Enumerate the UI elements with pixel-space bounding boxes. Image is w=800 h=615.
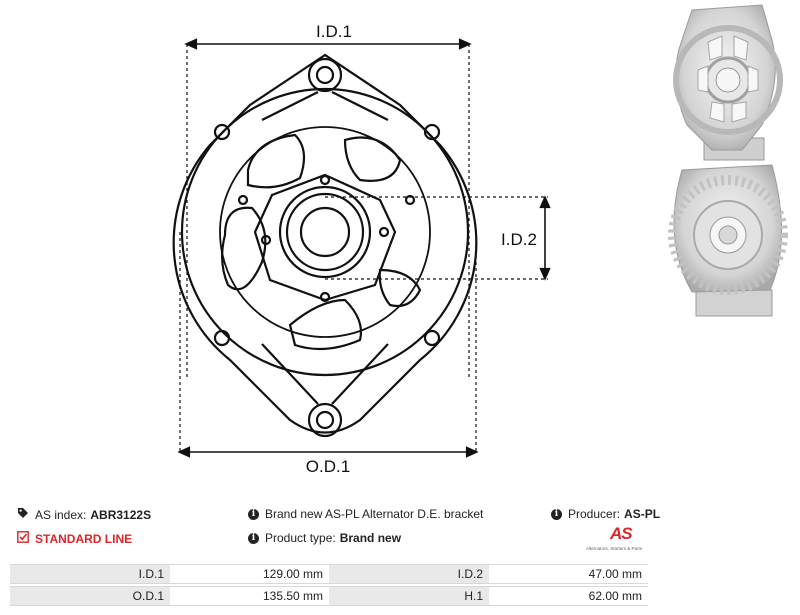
spec-label: O.D.1	[10, 586, 170, 606]
producer-label: Producer:	[568, 507, 621, 521]
spec-label: I.D.2	[329, 564, 489, 584]
table-row: O.D.1 135.50 mm H.1 62.00 mm	[10, 586, 648, 606]
standard-line: STANDARD LINE	[17, 531, 132, 546]
as-index-value: ABR3122S	[90, 507, 152, 522]
product-type-value: Brand new	[339, 531, 402, 545]
producer-value: AS-PL	[624, 507, 661, 521]
as-index: AS index: ABR3122S	[17, 507, 151, 522]
product-photos	[668, 4, 788, 317]
product-type-label: Product type:	[265, 531, 336, 545]
logo-tagline: Alternators, Starters & Parts	[586, 546, 643, 551]
photo-rear	[668, 164, 788, 317]
standard-line-label: STANDARD LINE	[35, 531, 133, 546]
spec-value: 135.50 mm	[170, 586, 329, 606]
specs-table: I.D.1 129.00 mm I.D.2 47.00 mm O.D.1 135…	[10, 562, 648, 608]
checkbox-icon	[17, 531, 29, 546]
description-text: Brand new AS-PL Alternator D.E. bracket	[265, 507, 484, 521]
tag-icon	[17, 507, 29, 522]
photo-front	[673, 4, 783, 161]
info-icon: i	[551, 508, 562, 520]
brand-logo: AS Alternators, Starters & Parts	[586, 524, 650, 554]
as-index-label: AS index:	[35, 507, 87, 522]
spec-value: 62.00 mm	[489, 586, 648, 606]
logo-mark: AS	[610, 524, 633, 543]
producer: i Producer: AS-PL	[551, 507, 660, 521]
technical-drawing: I.D.1 I.D.2 O.D.1	[172, 22, 551, 476]
label-od1: O.D.1	[306, 457, 350, 476]
spec-value: 129.00 mm	[170, 564, 329, 584]
table-row: I.D.1 129.00 mm I.D.2 47.00 mm	[10, 564, 648, 584]
label-id2: I.D.2	[501, 230, 537, 249]
product-type: i Product type: Brand new	[248, 531, 401, 545]
spec-value: 47.00 mm	[489, 564, 648, 584]
label-id1: I.D.1	[316, 22, 352, 41]
info-icon: i	[248, 532, 259, 544]
spec-label: I.D.1	[10, 564, 170, 584]
spec-label: H.1	[329, 586, 489, 606]
description: i Brand new AS-PL Alternator D.E. bracke…	[248, 507, 483, 521]
info-icon: i	[248, 508, 259, 520]
